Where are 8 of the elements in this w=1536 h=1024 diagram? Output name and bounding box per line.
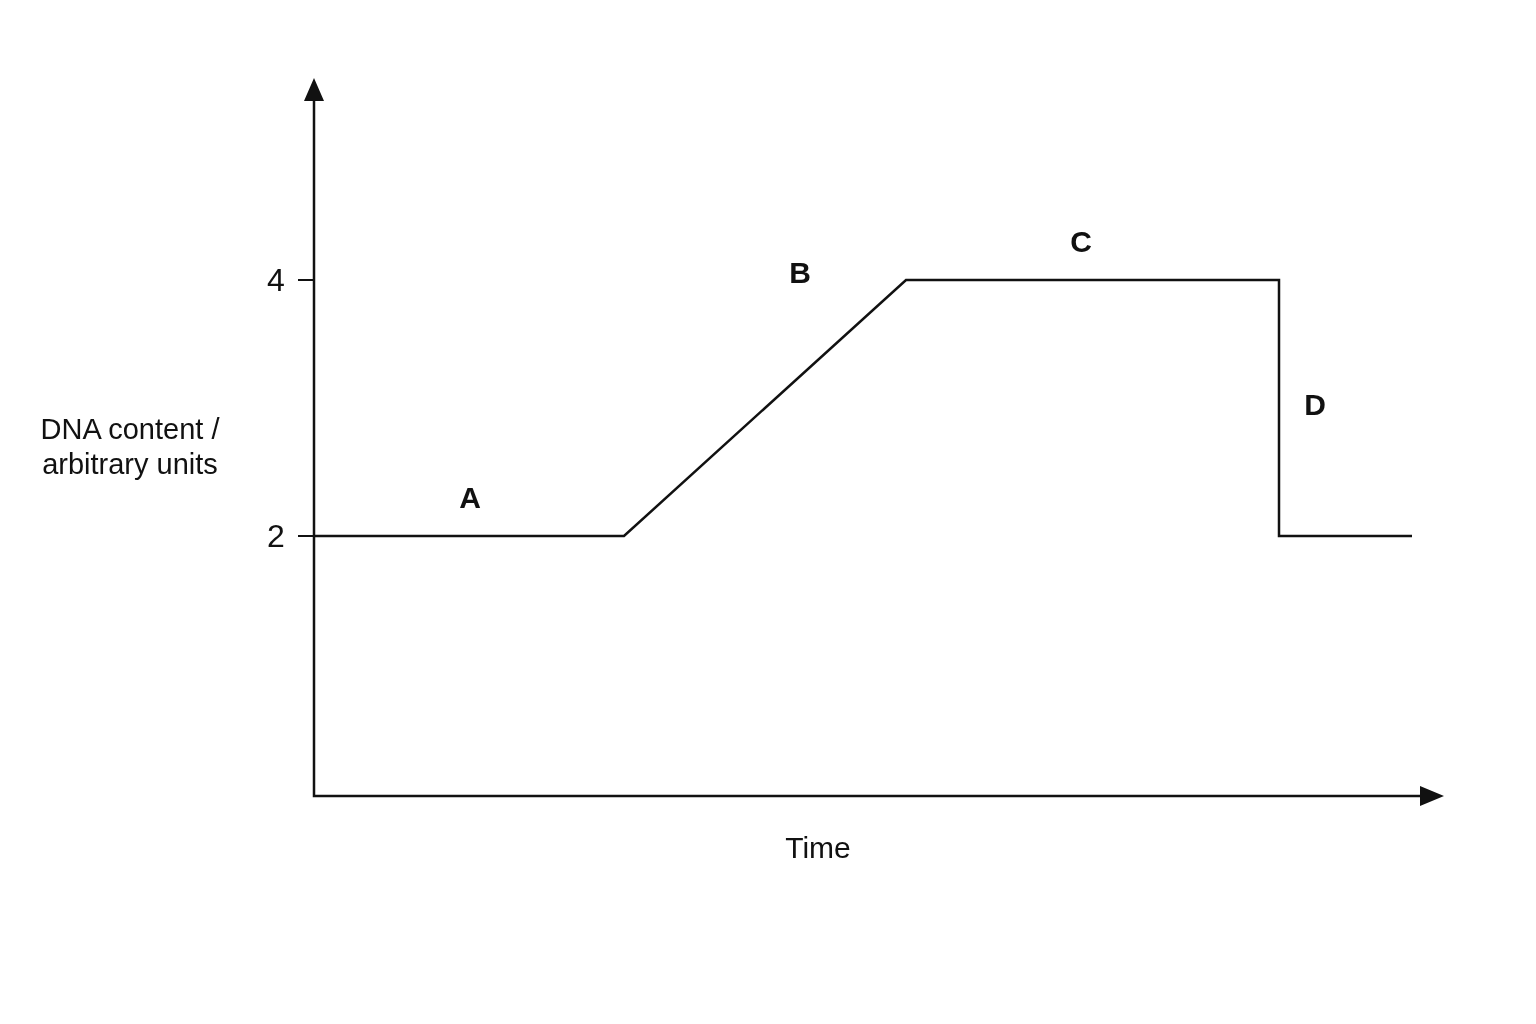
- tick-label: 4: [267, 260, 285, 300]
- tick-label: 2: [267, 516, 285, 556]
- phase-letter: D: [1304, 387, 1326, 423]
- phase-letter: B: [789, 255, 811, 291]
- phase-letter: A: [459, 480, 481, 516]
- axis-title: DNA content / arbitrary units: [39, 412, 221, 482]
- phase-letter: C: [1070, 224, 1092, 260]
- axis-title: Time: [785, 830, 851, 866]
